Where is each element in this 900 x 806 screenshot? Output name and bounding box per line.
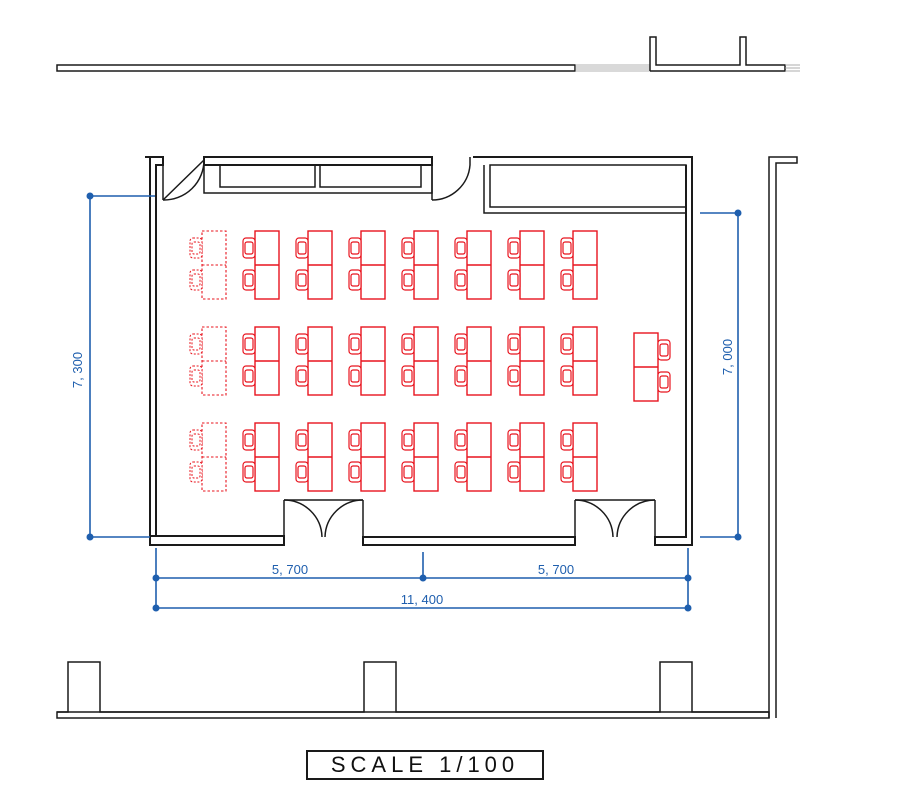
chair-seat bbox=[403, 433, 413, 447]
chair-seat bbox=[297, 433, 307, 447]
desk-unit bbox=[560, 230, 598, 300]
dimension-left-label: 7, 300 bbox=[70, 352, 85, 388]
chair-seat bbox=[659, 375, 669, 389]
chair-seat bbox=[244, 337, 254, 351]
chair-seat bbox=[244, 241, 254, 255]
chair-seat bbox=[456, 241, 466, 255]
dimension-bottom-left-label: 5, 700 bbox=[272, 562, 308, 577]
bottom-left-double-door[interactable] bbox=[283, 499, 364, 538]
desk-unit bbox=[560, 422, 598, 492]
chair-seat bbox=[403, 241, 413, 255]
chair-seat bbox=[562, 337, 572, 351]
chair-seat bbox=[297, 273, 307, 287]
desk-unit bbox=[401, 422, 439, 492]
chair-seat bbox=[456, 273, 466, 287]
chair-seat bbox=[350, 465, 360, 479]
chair-seat bbox=[297, 465, 307, 479]
lower-corridor-wall bbox=[56, 156, 798, 719]
desk-unit bbox=[242, 230, 280, 300]
chair-seat bbox=[191, 369, 201, 383]
chair-seat bbox=[509, 369, 519, 383]
chair-seat bbox=[297, 337, 307, 351]
chair-seat bbox=[509, 465, 519, 479]
bottom-right-double-door[interactable] bbox=[574, 499, 656, 538]
chair-seat bbox=[403, 337, 413, 351]
desk-unit bbox=[401, 326, 439, 396]
desk-unit bbox=[507, 230, 545, 300]
chair-seat bbox=[456, 465, 466, 479]
desk-unit bbox=[560, 326, 598, 396]
chair-seat bbox=[350, 337, 360, 351]
chair-seat bbox=[562, 465, 572, 479]
chair-seat bbox=[297, 241, 307, 255]
extra-desk-unit bbox=[633, 332, 671, 402]
chair-seat bbox=[191, 465, 201, 479]
chair-seat bbox=[509, 433, 519, 447]
chair-seat bbox=[562, 433, 572, 447]
desk-unit bbox=[454, 422, 492, 492]
dimension-left: 7, 300 bbox=[70, 192, 155, 541]
desk-unit bbox=[348, 230, 386, 300]
desk-unit bbox=[242, 422, 280, 492]
dimension-right-label: 7, 000 bbox=[720, 339, 735, 375]
dashed-desk-unit bbox=[189, 422, 227, 492]
chair-seat bbox=[244, 369, 254, 383]
dimension-bottom-total-label: 11, 400 bbox=[401, 592, 443, 607]
desk-unit bbox=[454, 326, 492, 396]
chair-seat bbox=[509, 337, 519, 351]
chair-seat bbox=[244, 465, 254, 479]
desk-unit bbox=[454, 230, 492, 300]
desk-unit bbox=[242, 326, 280, 396]
chair-seat bbox=[350, 433, 360, 447]
chair-seat bbox=[509, 273, 519, 287]
chair-seat bbox=[244, 273, 254, 287]
desk-unit bbox=[295, 326, 333, 396]
dimension-bottom-right-label: 5, 700 bbox=[538, 562, 574, 577]
desk-unit bbox=[348, 422, 386, 492]
dashed-desk-unit bbox=[189, 230, 227, 300]
dimension-bottom: 5, 700 5, 700 11, 400 bbox=[152, 548, 692, 612]
top-right-door[interactable] bbox=[431, 157, 471, 201]
chair-seat bbox=[191, 433, 201, 447]
chair-seat bbox=[562, 241, 572, 255]
chair-seat bbox=[562, 273, 572, 287]
desk-unit bbox=[295, 422, 333, 492]
desk-unit bbox=[295, 230, 333, 300]
chair-seat bbox=[350, 369, 360, 383]
chair-seat bbox=[403, 465, 413, 479]
chair-seat bbox=[244, 433, 254, 447]
chair-seat bbox=[562, 369, 572, 383]
chair-seat bbox=[403, 273, 413, 287]
chair-seat bbox=[297, 369, 307, 383]
chair-seat bbox=[509, 241, 519, 255]
scale-label: SCALE 1/100 bbox=[306, 750, 544, 780]
chair-seat bbox=[403, 369, 413, 383]
top-left-door[interactable] bbox=[162, 159, 205, 201]
dashed-desk-unit bbox=[189, 326, 227, 396]
chair-seat bbox=[456, 369, 466, 383]
classroom-furniture bbox=[189, 230, 671, 492]
chair-seat bbox=[191, 337, 201, 351]
chair-seat bbox=[191, 241, 201, 255]
chair-seat bbox=[456, 433, 466, 447]
desk-unit bbox=[348, 326, 386, 396]
chair-seat bbox=[350, 241, 360, 255]
desk-unit bbox=[507, 326, 545, 396]
chair-seat bbox=[456, 337, 466, 351]
chair-seat bbox=[350, 273, 360, 287]
desk-unit bbox=[401, 230, 439, 300]
upper-corridor-wall bbox=[56, 36, 800, 72]
dimension-right: 7, 000 bbox=[700, 209, 742, 541]
chair-seat bbox=[659, 343, 669, 357]
desk-unit bbox=[507, 422, 545, 492]
chair-seat bbox=[191, 273, 201, 287]
